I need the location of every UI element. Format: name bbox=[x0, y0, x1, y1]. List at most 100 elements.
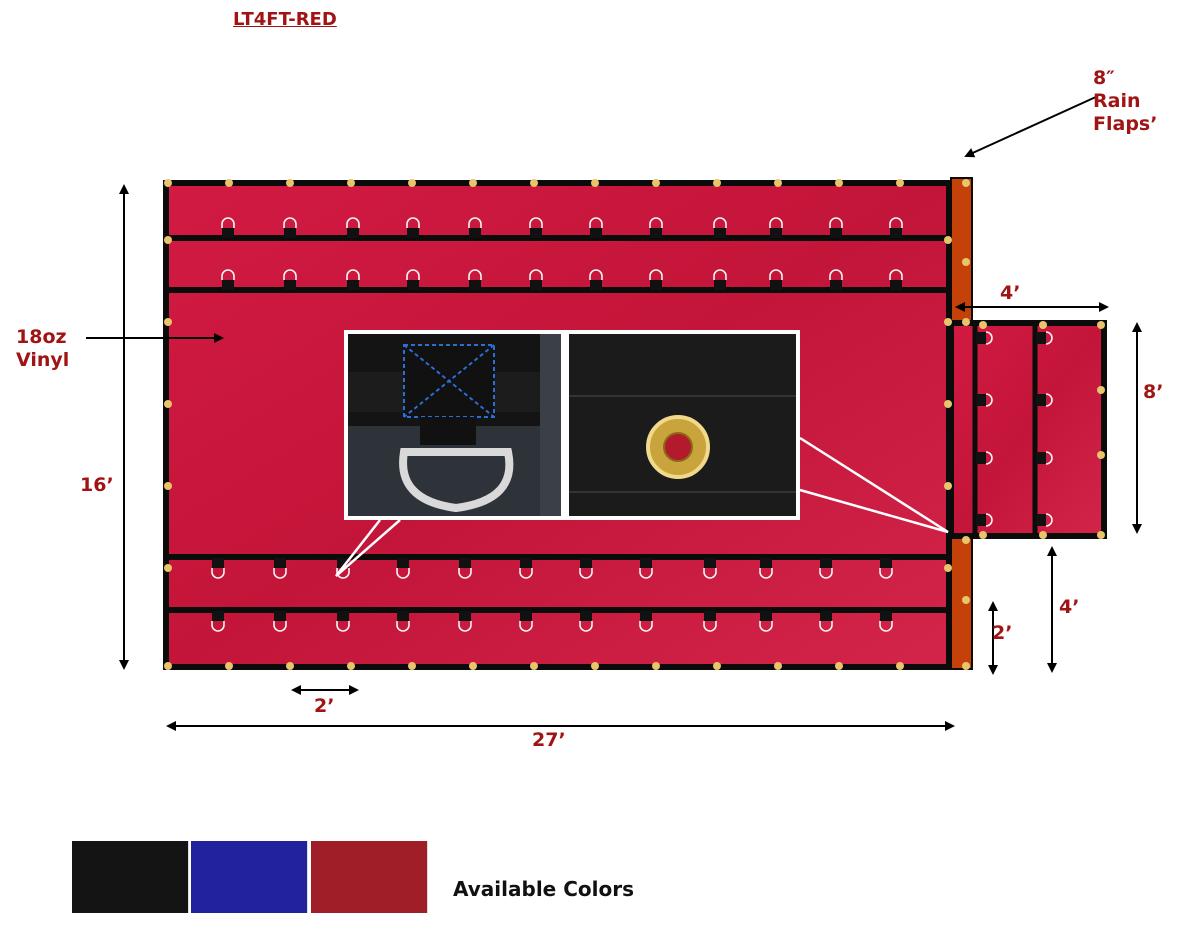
d-ring-icon bbox=[399, 448, 514, 513]
grommet-icon bbox=[225, 179, 233, 187]
grommet-icon bbox=[286, 662, 294, 670]
d-ring-icon bbox=[976, 451, 993, 465]
d-ring-row bbox=[211, 217, 1053, 632]
d-ring-icon bbox=[976, 393, 993, 407]
notch-panel bbox=[948, 320, 1107, 539]
grommet-icon bbox=[164, 179, 172, 187]
d-ring-spacing-label: 2’ bbox=[314, 695, 335, 717]
d-ring-icon bbox=[976, 513, 993, 527]
d-ring-icon bbox=[529, 269, 543, 290]
grommet-icon bbox=[164, 400, 172, 408]
d-ring-icon bbox=[976, 331, 993, 345]
grommet-icon bbox=[225, 662, 233, 670]
d-ring-icon bbox=[283, 217, 297, 238]
d-ring-icon bbox=[468, 269, 482, 290]
grommet-icon bbox=[1097, 451, 1105, 459]
d-ring-icon bbox=[769, 217, 783, 238]
d-ring-icon bbox=[829, 269, 843, 290]
lower-height-label: 4’ bbox=[1059, 596, 1080, 618]
d-ring-icon bbox=[579, 558, 593, 579]
grommet-icon bbox=[962, 258, 970, 266]
model-title: LT4FT-RED bbox=[233, 9, 337, 30]
d-ring-icon bbox=[283, 269, 297, 290]
d-ring-icon bbox=[406, 269, 420, 290]
grommet-icon bbox=[962, 536, 970, 544]
d-ring-icon bbox=[1036, 331, 1053, 345]
grommet-icon bbox=[774, 662, 782, 670]
grommet-icon bbox=[469, 179, 477, 187]
grommet-icon bbox=[944, 482, 952, 490]
d-ring-icon bbox=[396, 611, 410, 632]
d-ring-icon bbox=[703, 611, 717, 632]
notch-width-label: 4’ bbox=[1000, 282, 1021, 304]
grommet-icon bbox=[962, 179, 970, 187]
grommet-icon bbox=[713, 179, 721, 187]
d-ring-icon bbox=[713, 269, 727, 290]
grommet-icon bbox=[408, 179, 416, 187]
height-label: 16’ bbox=[80, 474, 114, 496]
material-label: 18oz Vinyl bbox=[16, 326, 70, 371]
grommet-icon bbox=[1039, 321, 1047, 329]
d-ring-icon bbox=[819, 611, 833, 632]
d-ring-icon bbox=[819, 558, 833, 579]
grommet-icon bbox=[944, 400, 952, 408]
grommet-inset-photo bbox=[565, 330, 800, 520]
d-ring-icon bbox=[396, 558, 410, 579]
d-ring-icon bbox=[703, 558, 717, 579]
d-ring-icon bbox=[879, 611, 893, 632]
grommet-icon bbox=[896, 179, 904, 187]
notch-height-label: 8’ bbox=[1143, 381, 1164, 403]
grommet-icon bbox=[652, 179, 660, 187]
d-ring-icon bbox=[759, 611, 773, 632]
d-ring-icon bbox=[346, 217, 360, 238]
grommet-icon bbox=[530, 662, 538, 670]
flap-height-label: 2’ bbox=[992, 622, 1013, 644]
grommet-icon bbox=[164, 482, 172, 490]
d-ring-icon bbox=[769, 269, 783, 290]
d-ring-icon bbox=[211, 611, 225, 632]
d-ring-icon bbox=[336, 611, 350, 632]
grommet-icon bbox=[530, 179, 538, 187]
grommet-icon bbox=[347, 662, 355, 670]
grommet-row bbox=[164, 179, 1105, 670]
grommet-icon bbox=[591, 662, 599, 670]
grommet-icon bbox=[962, 318, 970, 326]
d-ring-icon bbox=[1036, 393, 1053, 407]
d-ring-icon bbox=[649, 269, 663, 290]
d-ring-icon bbox=[468, 217, 482, 238]
grommet-icon bbox=[1097, 386, 1105, 394]
d-ring-inset-photo bbox=[344, 330, 565, 520]
d-ring-icon bbox=[589, 217, 603, 238]
grommet-icon bbox=[713, 662, 721, 670]
grommet-icon bbox=[652, 662, 660, 670]
grommet-icon bbox=[591, 179, 599, 187]
swatch-red bbox=[311, 841, 428, 913]
d-ring-icon bbox=[346, 269, 360, 290]
d-ring-icon bbox=[221, 269, 235, 290]
d-ring-icon bbox=[519, 611, 533, 632]
d-ring-icon bbox=[759, 558, 773, 579]
grommet-icon bbox=[944, 236, 952, 244]
arrow-icon bbox=[964, 95, 1099, 158]
d-ring-icon bbox=[458, 611, 472, 632]
grommet-icon bbox=[835, 662, 843, 670]
grommet-icon bbox=[164, 236, 172, 244]
grommet-icon bbox=[286, 179, 294, 187]
d-ring-icon bbox=[406, 217, 420, 238]
d-ring-icon bbox=[589, 269, 603, 290]
grommet-icon bbox=[1097, 321, 1105, 329]
rain-flaps-label: 8″ Rain Flaps’ bbox=[1093, 67, 1158, 135]
d-ring-icon bbox=[829, 217, 843, 238]
grommet-icon bbox=[1039, 531, 1047, 539]
grommet-icon bbox=[164, 564, 172, 572]
d-ring-icon bbox=[639, 611, 653, 632]
swatch-blue bbox=[191, 841, 308, 913]
d-ring-icon bbox=[1036, 513, 1053, 527]
d-ring-icon bbox=[649, 217, 663, 238]
grommet-icon bbox=[835, 179, 843, 187]
grommet-icon bbox=[979, 321, 987, 329]
grommet-icon bbox=[944, 564, 952, 572]
grommet-icon bbox=[408, 662, 416, 670]
d-ring-icon bbox=[458, 558, 472, 579]
